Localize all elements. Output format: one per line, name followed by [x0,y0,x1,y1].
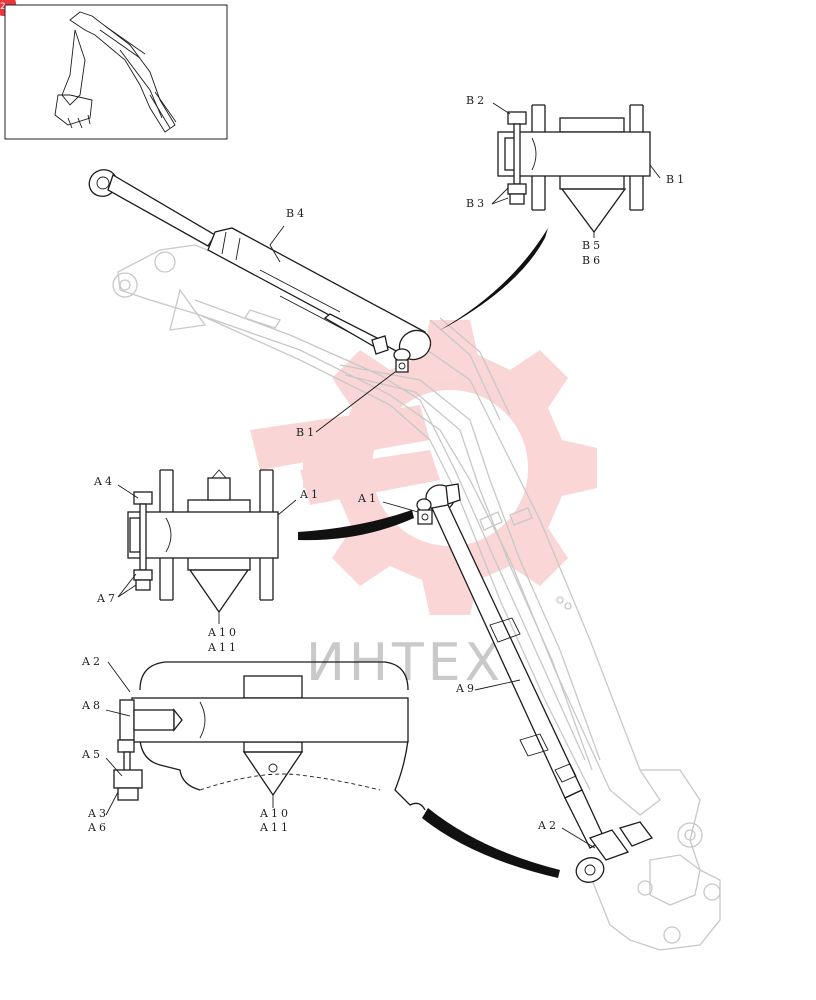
watermark-text: ИНТЕХ [306,633,504,693]
label-a1-left: A1 [299,488,321,501]
label-a1-mid: A1 [357,492,379,505]
label-a8: A8 [81,699,103,712]
label-b4: B4 [286,207,307,220]
arm-cylinder-a9 [416,483,654,883]
page-badge-text: 2 [0,2,6,12]
detail-b-pin-joint [440,102,661,330]
part-labels: B2 B1 B3 B5 B6 B4 B1 A4 A1 A1 A7 A10 A11… [81,94,687,834]
label-a7: A7 [96,592,118,605]
label-a5: A5 [81,748,103,761]
label-a2-left: A2 [81,655,103,668]
label-a4: A4 [93,475,115,488]
excavator-thumbnail [4,4,228,140]
label-b3: B3 [466,197,487,210]
label-a6: A6 [87,821,109,834]
label-a3: A3 [87,807,109,820]
label-b6: B6 [582,254,603,267]
detail-a-pin-joint-lower [105,661,560,878]
boom-ghost-outline [112,244,721,951]
label-a9: A9 [455,682,477,695]
label-a10-top: A10 [207,626,239,639]
main-leaders [269,225,596,849]
watermark-gear-icon [250,320,597,615]
label-b1-top: B1 [666,173,687,186]
detail-a-pin-joint-upper [117,469,414,624]
label-b1-mid: B1 [296,426,317,439]
label-a11-top: A11 [207,641,239,654]
label-b2: B2 [466,94,487,107]
label-b5: B5 [582,239,603,252]
boom-cylinder-b4 [88,169,432,373]
label-a11-bottom: A11 [259,821,291,834]
label-a10-bottom: A10 [259,807,291,820]
label-a2-right: A2 [537,819,559,832]
